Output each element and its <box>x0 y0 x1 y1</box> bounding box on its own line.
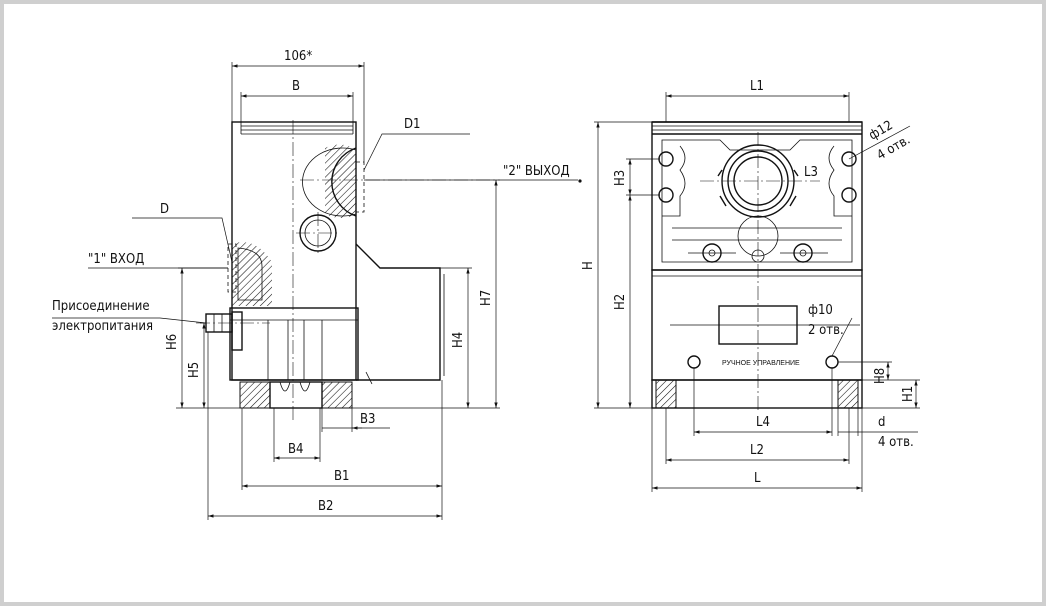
label-B2: B2 <box>318 499 333 514</box>
label-power-line1: Присоединение <box>52 299 150 314</box>
technical-drawing: 106* B D1 "2" ВЫХОД D "1" ВХОД Присоедин… <box>52 49 920 520</box>
side-view <box>196 120 500 420</box>
label-L1: L1 <box>750 79 764 94</box>
label-B4: B4 <box>288 442 303 457</box>
front-view-dimensions: L1 ф12 4 отв. H3 L3 H H2 ф10 2 отв. H8 H… <box>581 79 920 492</box>
label-manual: РУЧНОЕ УПРАВЛЕНИЕ <box>722 360 800 367</box>
label-phi10: ф10 <box>808 303 833 318</box>
front-view: РУЧНОЕ УПРАВЛЕНИЕ <box>651 121 863 410</box>
label-H6: H6 <box>165 334 180 350</box>
label-B: B <box>292 79 300 94</box>
label-power-line2: электропитания <box>52 319 153 334</box>
label-H3: H3 <box>613 170 628 186</box>
label-holes2: 2 отв. <box>808 323 844 338</box>
label-H7: H7 <box>479 290 494 306</box>
side-view-dimensions: 106* B D1 "2" ВЫХОД D "1" ВХОД Присоедин… <box>52 49 582 520</box>
label-H: H <box>581 261 596 270</box>
label-d: d <box>878 415 885 430</box>
label-phi12: ф12 <box>867 118 896 143</box>
label-outlet: "2" ВЫХОД <box>503 164 570 179</box>
label-H5: H5 <box>187 362 202 378</box>
label-holes4-b: 4 отв. <box>878 435 914 450</box>
label-L2: L2 <box>750 443 764 458</box>
label-H4: H4 <box>451 332 466 348</box>
label-L3: L3 <box>804 165 818 180</box>
label-H2: H2 <box>613 294 628 310</box>
label-D: D <box>160 202 169 217</box>
label-106: 106* <box>284 49 312 64</box>
label-L4: L4 <box>756 415 770 430</box>
label-B3: B3 <box>360 412 375 427</box>
label-H1: H1 <box>901 386 916 402</box>
label-L: L <box>754 471 761 486</box>
label-inlet: "1" ВХОД <box>88 252 144 267</box>
label-H8: H8 <box>873 368 888 384</box>
label-B1: B1 <box>334 469 349 484</box>
label-D1: D1 <box>404 117 420 132</box>
